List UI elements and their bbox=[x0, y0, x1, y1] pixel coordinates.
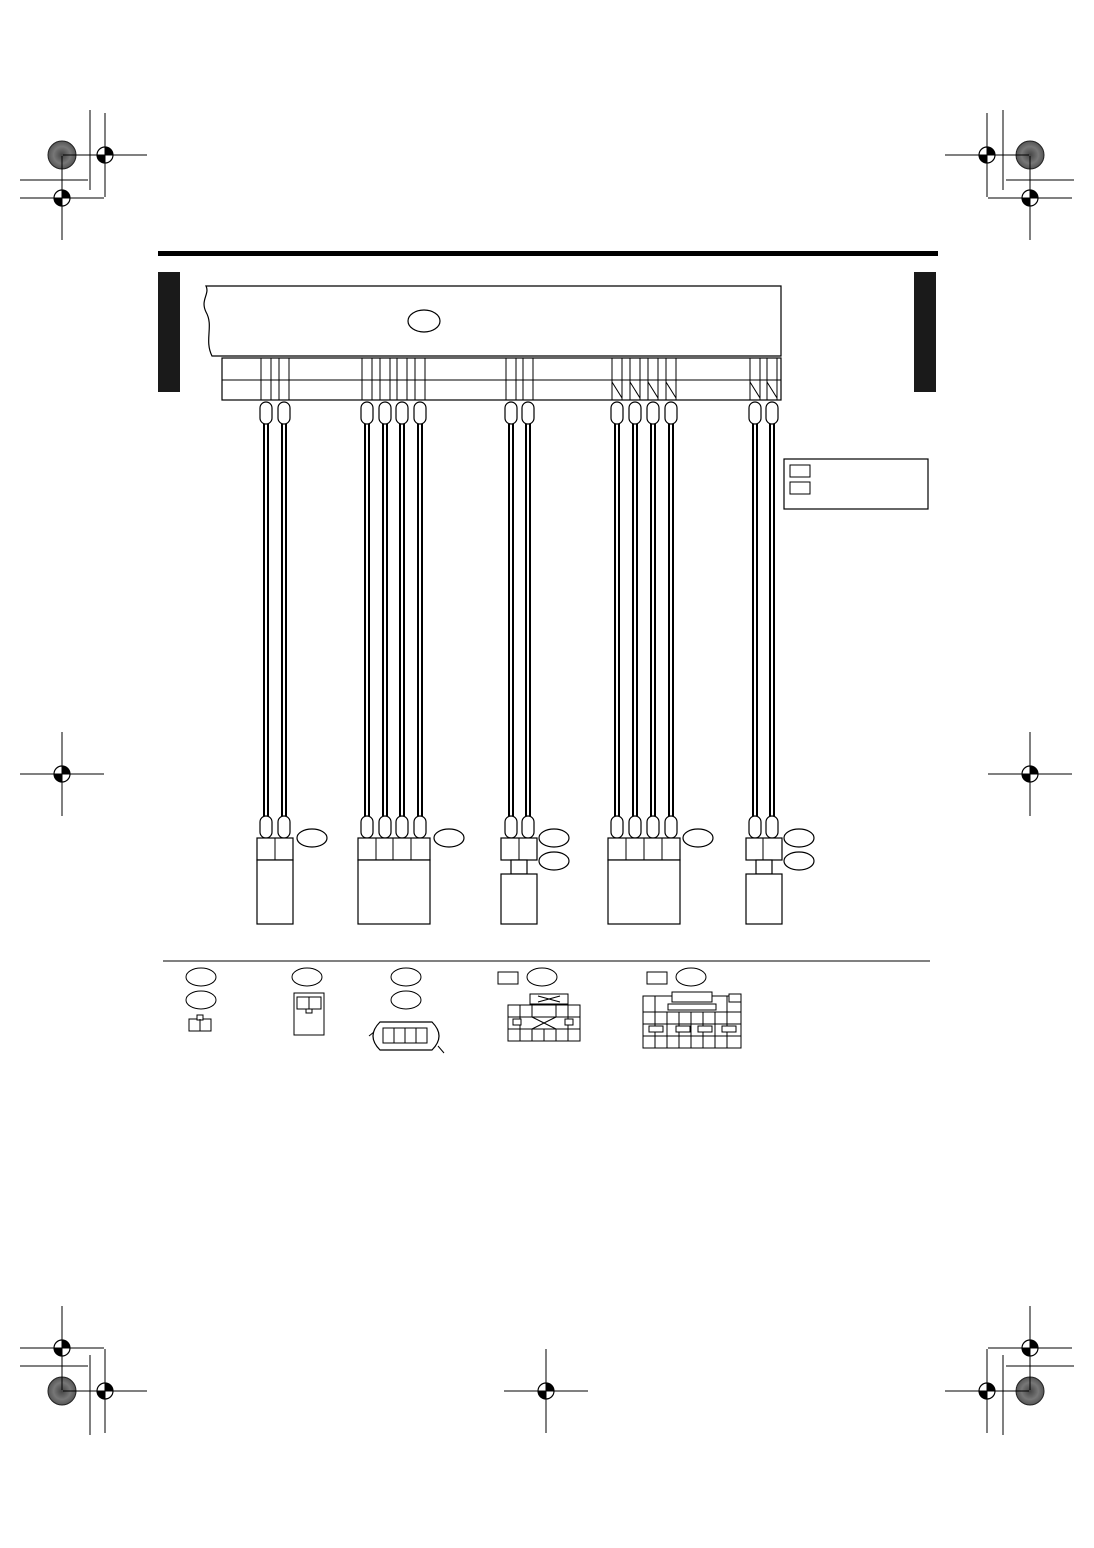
registration-crosshair-icon bbox=[19, 1305, 105, 1391]
registration-crosshair-icon bbox=[19, 731, 105, 817]
terminal-bottom bbox=[395, 815, 409, 839]
control-unit bbox=[203, 285, 782, 401]
component-body bbox=[745, 873, 783, 925]
right-tab bbox=[914, 272, 936, 392]
terminal-top bbox=[521, 401, 535, 425]
connector-callout bbox=[675, 967, 707, 987]
terminal-top bbox=[504, 401, 518, 425]
component-callout bbox=[296, 828, 328, 848]
terminal-bottom bbox=[378, 815, 392, 839]
connector-key-box bbox=[646, 971, 668, 985]
component-callout bbox=[433, 828, 465, 848]
control-unit-connector-strip bbox=[221, 357, 782, 401]
terminal-top bbox=[378, 401, 392, 425]
connector-callout bbox=[390, 967, 422, 987]
legend-key-1 bbox=[789, 464, 811, 478]
harness bbox=[256, 358, 815, 925]
connector-view-cv5 bbox=[642, 967, 742, 1049]
legend-key-2 bbox=[789, 481, 811, 495]
registration-crosshair-icon bbox=[503, 1348, 589, 1434]
connector-callout bbox=[526, 967, 558, 987]
terminal-top bbox=[259, 401, 273, 425]
component-body bbox=[256, 859, 294, 925]
connector-views bbox=[185, 967, 742, 1054]
component-callout bbox=[538, 851, 570, 871]
terminal-bottom bbox=[277, 815, 291, 839]
registration-crosshair-icon bbox=[987, 731, 1073, 817]
registration-crosshair-icon bbox=[19, 155, 105, 241]
component-callout bbox=[783, 828, 815, 848]
connector-callout bbox=[185, 967, 217, 987]
connector-view-cv2 bbox=[291, 967, 325, 1036]
pin-diagonal bbox=[611, 381, 623, 399]
connector-header bbox=[357, 837, 431, 861]
registration-crosshair-icon bbox=[62, 1348, 148, 1434]
terminal-top bbox=[765, 401, 779, 425]
connector-callout bbox=[185, 990, 217, 1010]
terminal-bottom bbox=[504, 815, 518, 839]
left-tab bbox=[158, 272, 180, 392]
component-neck bbox=[755, 859, 773, 875]
registration-crosshair-icon bbox=[987, 1305, 1073, 1391]
terminal-bottom bbox=[628, 815, 642, 839]
terminal-top bbox=[664, 401, 678, 425]
terminal-bottom bbox=[664, 815, 678, 839]
terminal-bottom bbox=[646, 815, 660, 839]
terminal-top bbox=[748, 401, 762, 425]
component-body bbox=[607, 859, 681, 925]
connector-header bbox=[745, 837, 783, 861]
connector-callout bbox=[291, 967, 323, 987]
terminal-top bbox=[395, 401, 409, 425]
terminal-bottom bbox=[521, 815, 535, 839]
registration-crosshair-icon bbox=[987, 155, 1073, 241]
registration-crosshair-icon bbox=[944, 112, 1030, 198]
terminal-bottom bbox=[259, 815, 273, 839]
terminal-bottom bbox=[610, 815, 624, 839]
registration-crosshair-icon bbox=[62, 112, 148, 198]
control-unit-badge bbox=[407, 309, 441, 333]
connector-view-cv3 bbox=[368, 967, 445, 1054]
component-body bbox=[357, 859, 431, 925]
pin-diagonal bbox=[766, 381, 778, 399]
terminal-top bbox=[628, 401, 642, 425]
pin-diagonal bbox=[749, 381, 761, 399]
terminal-top bbox=[646, 401, 660, 425]
terminal-bottom bbox=[765, 815, 779, 839]
component-callout bbox=[682, 828, 714, 848]
terminal-bottom bbox=[360, 815, 374, 839]
terminal-top bbox=[360, 401, 374, 425]
legend-box bbox=[783, 458, 929, 510]
component-callout bbox=[538, 828, 570, 848]
connector-callout bbox=[390, 990, 422, 1010]
pin-diagonal bbox=[665, 381, 677, 399]
component-neck bbox=[510, 859, 528, 875]
terminal-top bbox=[413, 401, 427, 425]
component-callout bbox=[783, 851, 815, 871]
terminal-bottom bbox=[413, 815, 427, 839]
component-body bbox=[500, 873, 538, 925]
header-rule bbox=[158, 251, 938, 256]
terminal-bottom bbox=[748, 815, 762, 839]
connector-view-cv4 bbox=[497, 967, 581, 1042]
print-marks bbox=[19, 110, 1074, 1435]
connector-view-cv1 bbox=[185, 967, 217, 1032]
connector-key-box bbox=[497, 971, 519, 985]
terminal-top bbox=[610, 401, 624, 425]
pin-diagonal bbox=[629, 381, 641, 399]
terminal-top bbox=[277, 401, 291, 425]
registration-crosshair-icon bbox=[944, 1348, 1030, 1434]
pin-diagonal bbox=[647, 381, 659, 399]
